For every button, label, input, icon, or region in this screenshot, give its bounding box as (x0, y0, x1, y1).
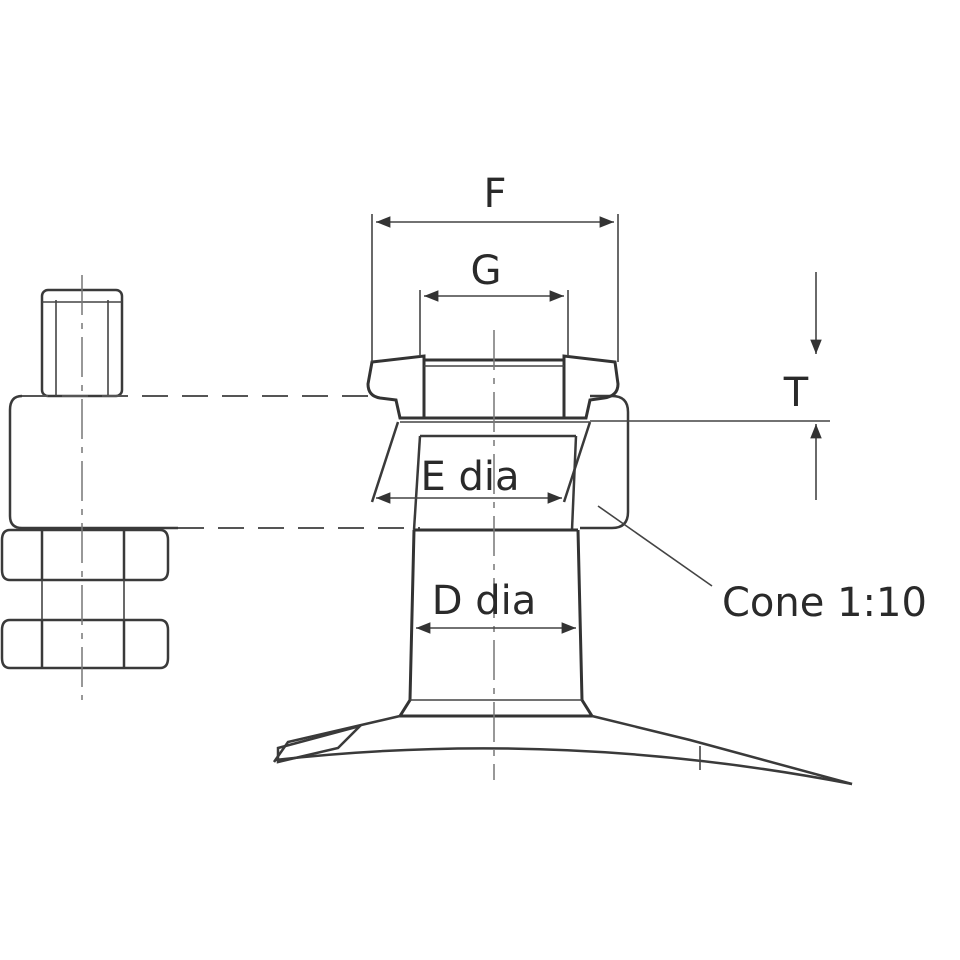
cone-leader-line (597, 505, 713, 587)
nozzle-body (397, 528, 595, 718)
dimension-t (590, 272, 830, 500)
clamp-bar (8, 394, 630, 530)
dimension-e-label: E dia (420, 454, 519, 500)
cone-ratio-label: Cone 1:10 (722, 580, 927, 626)
dimension-d-label: D dia (432, 578, 537, 624)
dimension-g (419, 290, 569, 356)
flange-section (366, 354, 620, 420)
cone-section (370, 421, 592, 531)
hex-nut-lower (0, 580, 170, 670)
hex-nut-upper (0, 528, 170, 582)
tank-wall (272, 714, 853, 786)
dimension-g-label: G (471, 248, 502, 294)
dimension-t-label: T (783, 370, 809, 416)
dimension-f-label: F (483, 171, 506, 217)
dimension-f (371, 214, 619, 362)
